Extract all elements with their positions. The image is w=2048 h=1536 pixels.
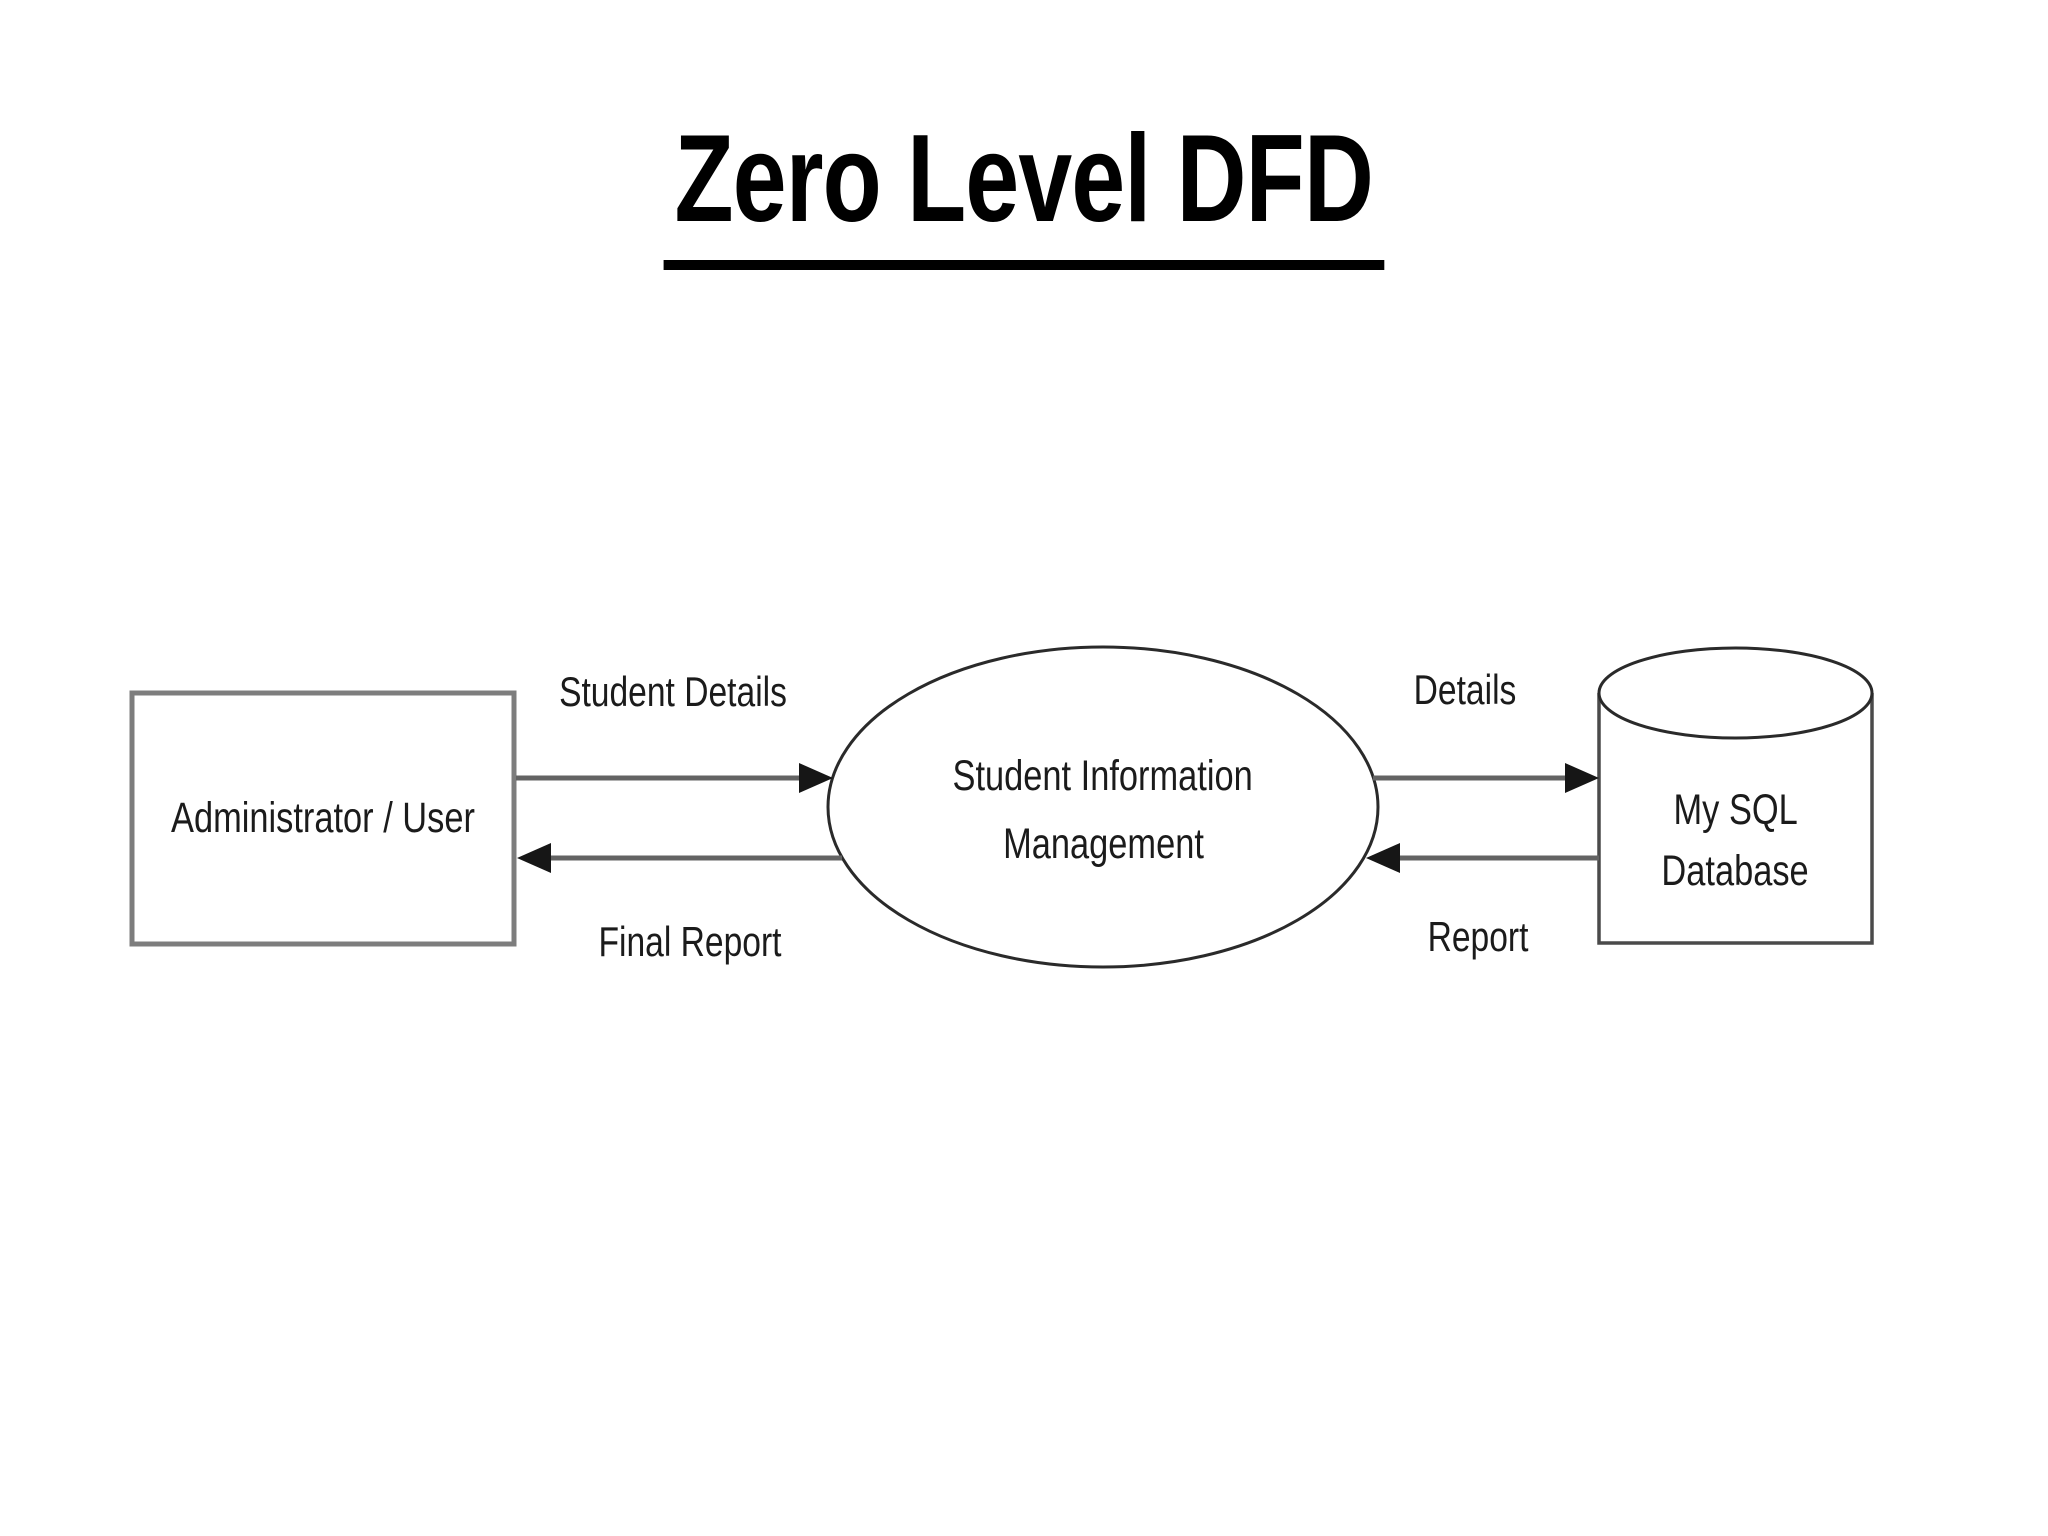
flow-label-details: Details: [1413, 666, 1517, 713]
flow-label-student-details: Student Details: [559, 668, 787, 715]
page-title: Zero Level DFD: [663, 108, 1385, 270]
flow-label-report-box: Report: [1278, 913, 1678, 961]
page-title-wrap: Zero Level DFD: [0, 108, 2048, 270]
arrowhead-right-icon: [1565, 763, 1599, 793]
flow-details-arrow: [1373, 763, 1599, 793]
external-entity-box: [129, 690, 517, 947]
external-entity-label-box: Administrator / User: [132, 693, 514, 944]
flow-final-report-arrow: [517, 843, 842, 873]
datastore-label-box: My SQL Database: [1599, 780, 1872, 902]
process-label-box: Student Information Management: [828, 740, 1378, 880]
flow-label-student-details-box: Student Details: [473, 668, 873, 716]
external-entity-label: Administrator / User: [171, 794, 475, 842]
flow-label-final-report-box: Final Report: [490, 918, 890, 966]
flow-report-arrow: [1366, 843, 1599, 873]
flow-label-final-report: Final Report: [598, 918, 782, 965]
flow-student-details-arrow: [516, 763, 833, 793]
datastore-label-line2: Database: [1661, 847, 1810, 895]
process-label-line2: Management: [1002, 820, 1204, 868]
datastore-label-line1: My SQL: [1673, 786, 1798, 834]
arrowhead-right-icon: [799, 763, 833, 793]
process-ellipse: [826, 645, 1380, 969]
flow-label-details-box: Details: [1265, 666, 1665, 714]
flow-label-report: Report: [1427, 913, 1529, 960]
database-cylinder-top: [1597, 646, 1874, 740]
arrowhead-left-icon: [517, 843, 551, 873]
arrowhead-left-icon: [1366, 843, 1400, 873]
database-cylinder-body: [1597, 693, 1874, 945]
process-label-line1: Student Information: [952, 752, 1254, 800]
